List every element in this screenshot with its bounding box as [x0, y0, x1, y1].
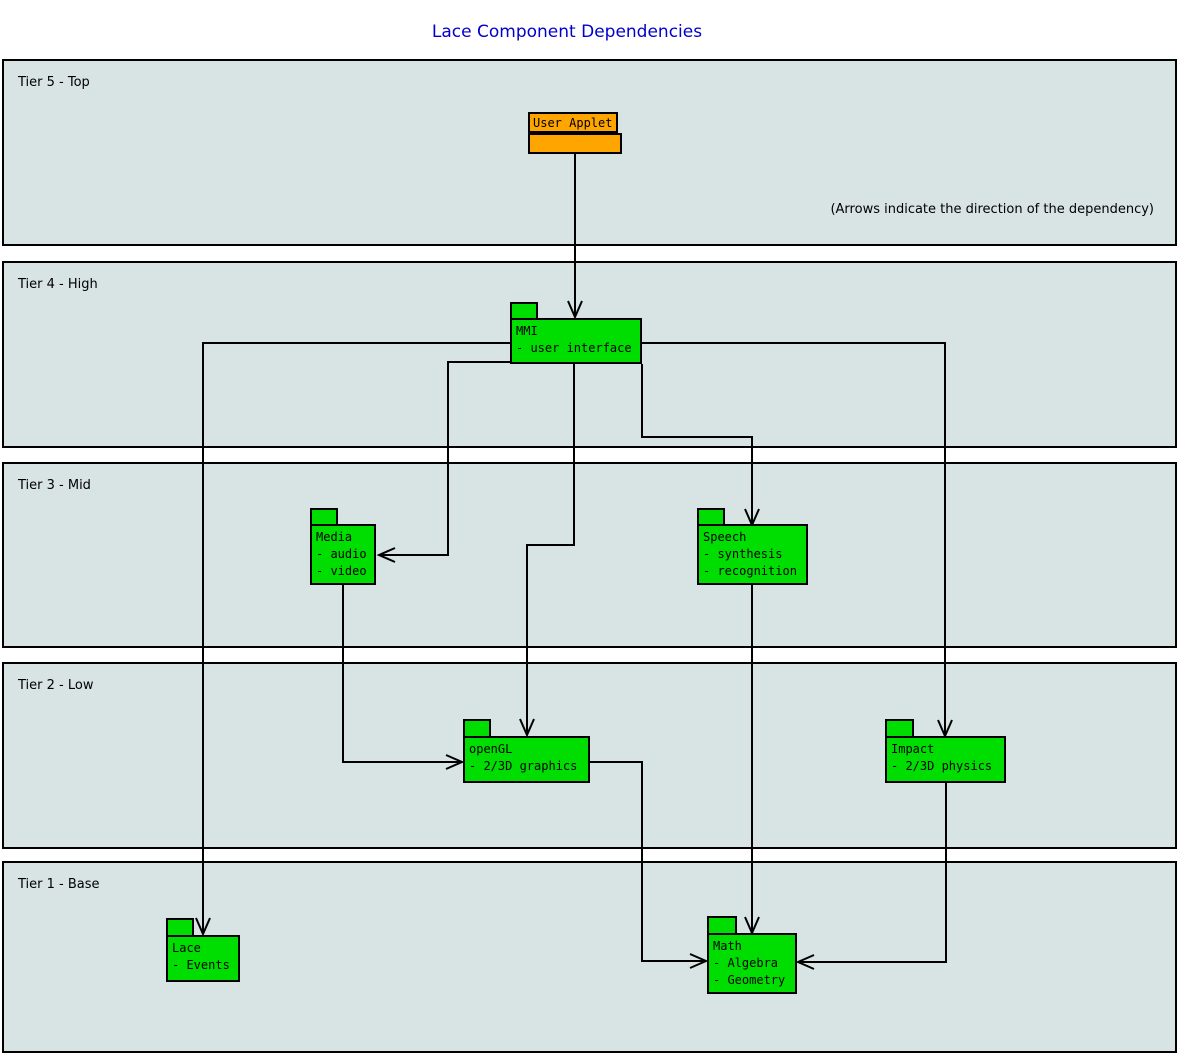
node-title: Media: [316, 530, 353, 544]
tier-label-3: Tier 3 - Mid: [18, 478, 91, 493]
impact-body: Impact - 2/3D physics: [885, 736, 1006, 783]
edge-mmi-to-lace: [195, 342, 510, 937]
media-body: Media - audio - video: [310, 524, 376, 585]
tier-label-2: Tier 2 - Low: [18, 678, 94, 693]
node-user-applet: User Applet: [528, 112, 622, 154]
node-detail: - Events: [172, 958, 230, 972]
node-detail: - 2/3D physics: [891, 759, 993, 773]
edge-mmi-to-speech: [641, 364, 760, 528]
node-detail: - recognition: [703, 564, 797, 578]
diagram-title: Lace Component Dependencies: [431, 22, 703, 42]
node-speech: Speech - synthesis - recognition: [697, 508, 808, 585]
lace-body: Lace - Events: [166, 935, 240, 982]
node-title: Speech: [703, 530, 747, 544]
node-title: Impact: [891, 742, 935, 756]
node-title: User Applet: [533, 116, 613, 130]
speech-folder-tab-icon: [697, 508, 725, 524]
edge-mmi-to-media: [376, 361, 510, 563]
node-lace: Lace - Events: [166, 918, 240, 982]
tier-label-4: Tier 4 - High: [18, 277, 98, 292]
tier-label-5: Tier 5 - Top: [18, 75, 90, 90]
node-detail: - user interface: [516, 341, 632, 355]
edge-mmi-to-opengl: [519, 364, 575, 738]
node-detail: - synthesis: [703, 547, 783, 561]
node-impact: Impact - 2/3D physics: [885, 719, 1006, 783]
opengl-body: openGL - 2/3D graphics: [463, 736, 590, 783]
edge-media-to-opengl: [342, 585, 465, 770]
node-detail: - video: [316, 564, 367, 578]
node-opengl: openGL - 2/3D graphics: [463, 719, 590, 783]
node-detail: - 2/3D graphics: [469, 759, 578, 773]
user-applet-label-box: User Applet: [528, 112, 618, 133]
node-title: Math: [713, 939, 742, 953]
edge-impact-to-math: [795, 783, 947, 970]
node-detail: - Geometry: [713, 973, 786, 987]
lace-folder-tab-icon: [166, 918, 194, 935]
impact-folder-tab-icon: [885, 719, 914, 736]
edge-speech-to-math: [744, 585, 760, 936]
edge-opengl-to-math: [590, 761, 709, 969]
speech-body: Speech - synthesis - recognition: [697, 524, 808, 585]
node-detail: - Algebra: [713, 956, 779, 970]
node-title: openGL: [469, 742, 513, 756]
mmi-body: MMI - user interface: [510, 318, 642, 364]
edge-user-applet-to-mmi: [567, 154, 583, 320]
media-folder-tab-icon: [310, 508, 338, 524]
user-applet-body-box: [528, 133, 622, 154]
math-folder-tab-icon: [707, 916, 737, 933]
node-media: Media - audio - video: [310, 508, 376, 585]
node-math: Math - Algebra - Geometry: [707, 916, 797, 994]
node-title: MMI: [516, 324, 538, 338]
opengl-folder-tab-icon: [463, 719, 491, 736]
tier-label-1: Tier 1 - Base: [18, 877, 100, 892]
node-mmi: MMI - user interface: [510, 302, 642, 364]
math-body: Math - Algebra - Geometry: [707, 933, 797, 994]
node-title: Lace: [172, 941, 201, 955]
mmi-folder-tab-icon: [510, 302, 538, 318]
dependency-note: (Arrows indicate the direction of the de…: [830, 202, 1154, 217]
node-detail: - audio: [316, 547, 367, 561]
tier-band-3-mid: Tier 3 - Mid: [2, 462, 1177, 648]
